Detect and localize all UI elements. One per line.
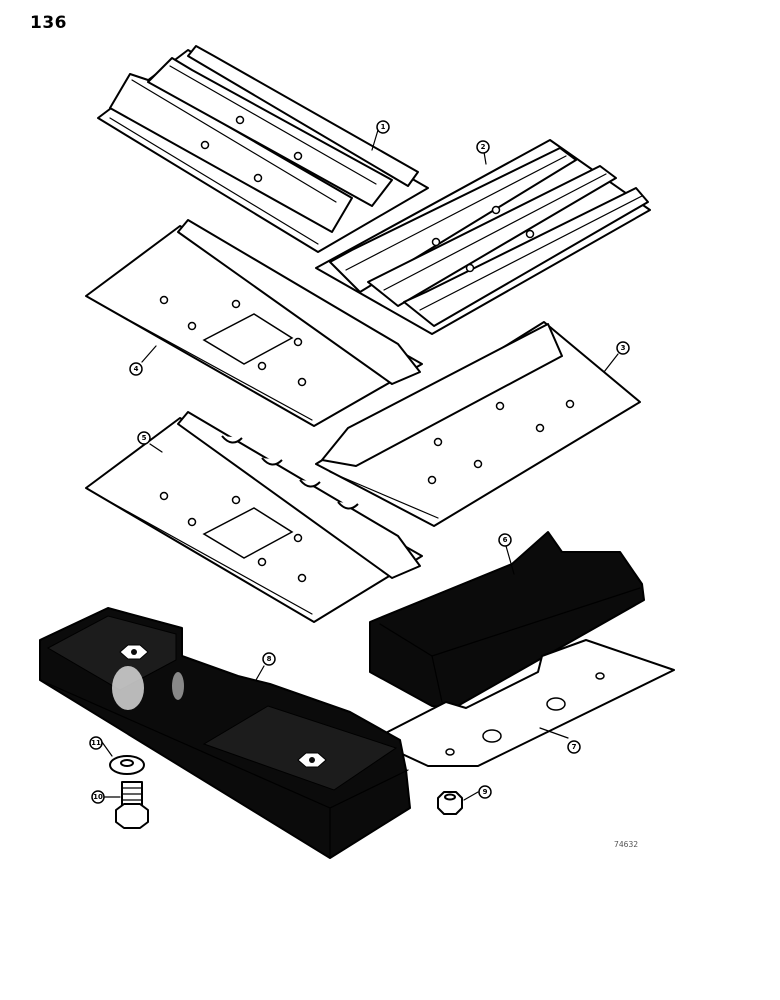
callout-4: 4 [129,362,143,376]
callout-6: 6 [498,533,512,547]
part-7-mounting-plate [371,639,675,767]
callout-4-label: 4 [134,365,139,373]
callout-8: 8 [262,652,276,666]
callout-3-label: 3 [621,344,626,352]
part-10-bolt [115,781,149,829]
part-8-rubber-block [39,607,411,859]
callout-7-label: 7 [572,743,577,751]
part-9-nut [437,791,463,815]
leader-lines [101,129,619,801]
part-2-triple-grouser-shoe [315,139,651,335]
callout-1-label: 1 [381,123,386,131]
callout-1: 1 [376,120,390,134]
callout-11-label: 11 [91,739,101,747]
part-4-flat-shoe-with-window [85,219,423,427]
callout-5: 5 [137,431,151,445]
callout-5-label: 5 [142,434,147,442]
part-6-rubber-pad [369,531,645,709]
callout-2-label: 2 [481,143,486,151]
callout-9-label: 9 [483,788,488,796]
callout-7: 7 [567,740,581,754]
callout-8-label: 8 [267,655,272,663]
callout-6-label: 6 [503,536,508,544]
drawing-stamp: 74632 [614,840,639,849]
callout-10-label: 10 [93,793,103,801]
callout-11: 11 [89,736,103,750]
callout-9: 9 [478,785,492,799]
page-number: 136 [30,13,67,33]
part-1-triple-grouser-shoe [97,45,429,253]
part-11-washer [109,755,145,775]
part-3-flat-shoe [315,321,641,527]
part-5-notched-grouser-shoe [85,411,423,623]
callout-10: 10 [91,790,105,804]
callout-2: 2 [476,140,490,154]
callout-3: 3 [616,341,630,355]
